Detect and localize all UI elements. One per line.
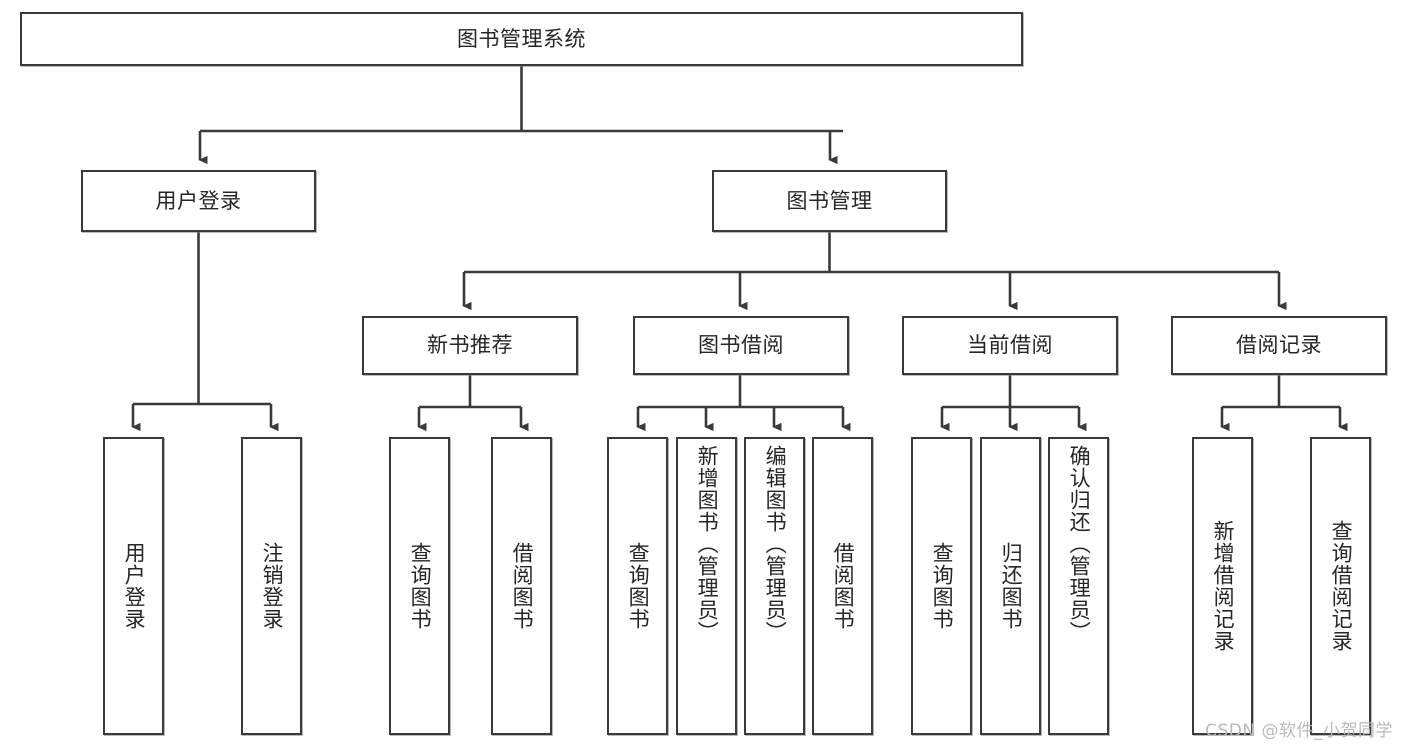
leaf-label: 新增借阅记录: [1211, 520, 1236, 652]
leaf-query-book-current[interactable]: 查询图书: [911, 437, 972, 735]
leaf-add-borrow-record[interactable]: 新增借阅记录: [1192, 437, 1253, 735]
node-book-borrow[interactable]: 图书借阅: [633, 316, 849, 375]
leaf-label: 确认归还（管理员）: [1067, 445, 1092, 643]
node-borrow-record[interactable]: 借阅记录: [1171, 316, 1387, 375]
leaf-query-book-borrow[interactable]: 查询图书: [607, 437, 668, 735]
leaf-edit-book-admin[interactable]: 编辑图书（管理员）: [744, 437, 805, 735]
leaf-label: 归还图书: [999, 542, 1024, 630]
leaf-label: 查询图书: [626, 542, 651, 630]
leaf-label: 注销登录: [260, 542, 285, 630]
leaf-label: 借阅图书: [831, 542, 856, 630]
node-user-login[interactable]: 用户登录: [81, 170, 316, 232]
leaf-logout-login[interactable]: 注销登录: [241, 437, 302, 735]
csdn-watermark: CSDN @软件_小贺同学: [1205, 721, 1393, 741]
node-label: 借阅记录: [1236, 333, 1322, 358]
leaf-label: 用户登录: [122, 542, 147, 630]
node-current-borrow[interactable]: 当前借阅: [902, 316, 1118, 375]
leaf-borrow-book-recommend[interactable]: 借阅图书: [491, 437, 552, 735]
leaf-borrow-book[interactable]: 借阅图书: [812, 437, 873, 735]
node-new-book-recommend[interactable]: 新书推荐: [362, 316, 578, 375]
leaf-return-book[interactable]: 归还图书: [980, 437, 1041, 735]
node-label: 当前借阅: [967, 333, 1053, 358]
leaf-add-book-admin[interactable]: 新增图书（管理员）: [676, 437, 737, 735]
leaf-label: 借阅图书: [510, 542, 535, 630]
leaf-user-login[interactable]: 用户登录: [103, 437, 164, 735]
node-label: 新书推荐: [427, 333, 513, 358]
node-book-management[interactable]: 图书管理: [712, 170, 947, 232]
leaf-query-borrow-record[interactable]: 查询借阅记录: [1310, 437, 1371, 735]
leaf-label: 查询图书: [408, 542, 433, 630]
node-root-system[interactable]: 图书管理系统: [20, 12, 1023, 66]
leaf-label: 查询图书: [930, 542, 955, 630]
node-label: 图书借阅: [698, 333, 784, 358]
node-label: 图书管理系统: [457, 26, 586, 51]
node-label: 用户登录: [155, 188, 242, 213]
node-label: 图书管理: [786, 188, 873, 213]
leaf-query-book-recommend[interactable]: 查询图书: [389, 437, 450, 735]
leaf-label: 新增图书（管理员）: [695, 445, 720, 643]
leaf-label: 编辑图书（管理员）: [763, 445, 788, 643]
leaf-label: 查询借阅记录: [1329, 520, 1354, 652]
leaf-confirm-return-admin[interactable]: 确认归还（管理员）: [1048, 437, 1109, 735]
